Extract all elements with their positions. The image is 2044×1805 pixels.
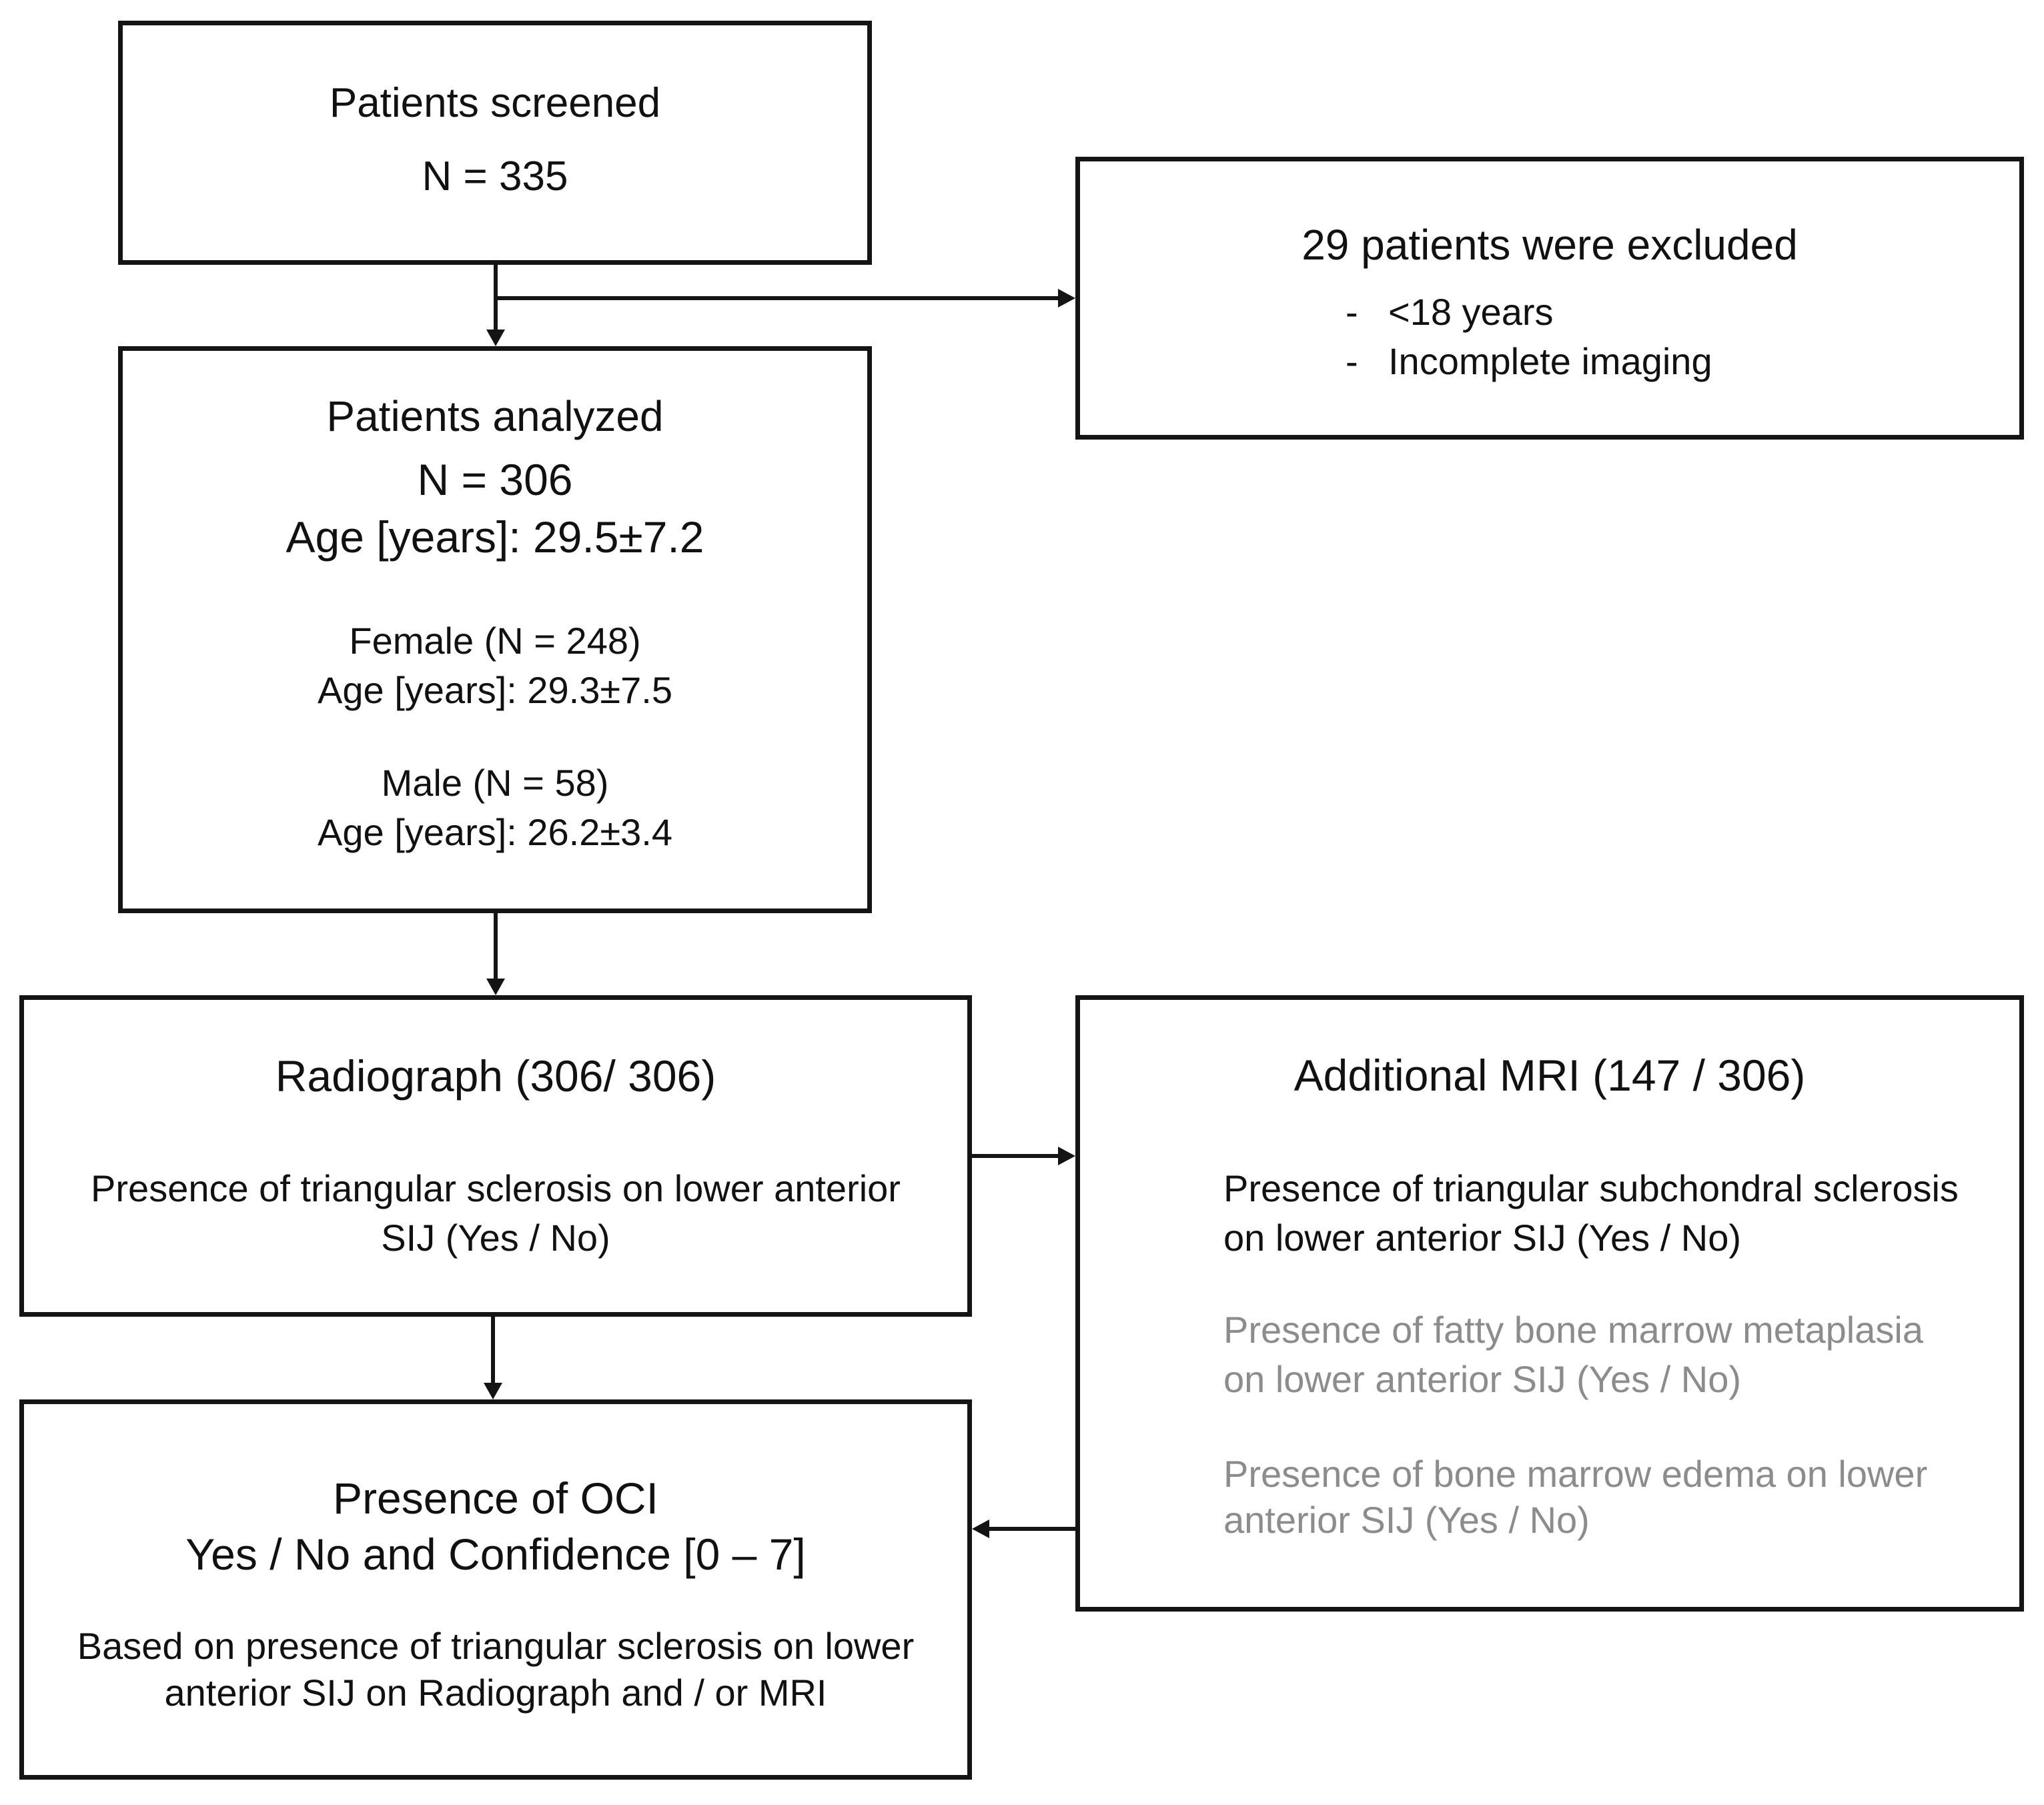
arrowhead-down — [486, 330, 505, 346]
mri-box: Additional MRI (147 / 306) Presence of t… — [1075, 995, 2024, 1612]
male-age: Age [years]: 26.2±3.4 — [318, 811, 672, 853]
oci-box: Presence of OCI Yes / No and Confidence … — [19, 1399, 972, 1780]
exclusion-reason-imaging: Incomplete imaging — [1388, 340, 1712, 382]
analyzed-age: Age [years]: 29.5±7.2 — [286, 512, 704, 562]
female-age: Age [years]: 29.3±7.5 — [318, 669, 672, 711]
arrowhead-right — [1058, 1147, 1075, 1165]
exclusion-bullet: - — [1346, 291, 1358, 333]
female-count: Female (N = 248) — [349, 620, 641, 662]
mri-edema-line2: anterior SIJ (Yes / No) — [1223, 1499, 1590, 1541]
oci-basis-line1: Based on presence of triangular sclerosi… — [77, 1625, 915, 1667]
mri-sclerosis-line1: Presence of triangular subchondral scler… — [1223, 1167, 1959, 1209]
oci-title: Presence of OCI — [333, 1473, 658, 1523]
mri-fatty-metaplasia-line1: Presence of fatty bone marrow metaplasia — [1223, 1309, 1923, 1351]
radiograph-criterion-line2: SIJ (Yes / No) — [381, 1217, 610, 1259]
radiograph-box: Radiograph (306/ 306) Presence of triang… — [19, 995, 972, 1317]
mri-fatty-metaplasia-line2: on lower anterior SIJ (Yes / No) — [1223, 1358, 1742, 1400]
exclusion-reason-age: <18 years — [1388, 291, 1554, 333]
arrowhead-down — [484, 1383, 502, 1399]
arrowhead-right — [1058, 289, 1075, 308]
analyzed-count: N = 306 — [417, 455, 573, 504]
arrowhead-left — [972, 1520, 989, 1538]
mri-sclerosis-line2: on lower anterior SIJ (Yes / No) — [1223, 1217, 1742, 1259]
oci-subtitle: Yes / No and Confidence [0 – 7] — [185, 1530, 806, 1579]
exclusion-bullet: - — [1346, 340, 1358, 382]
screened-box: Patients screened N = 335 — [118, 21, 872, 265]
screened-title: Patients screened — [329, 80, 661, 126]
analyzed-title: Patients analyzed — [326, 392, 664, 440]
mri-title: Additional MRI (147 / 306) — [1294, 1051, 1806, 1100]
oci-basis-line2: anterior SIJ on Radiograph and / or MRI — [164, 1672, 827, 1714]
radiograph-criterion-line1: Presence of triangular sclerosis on lowe… — [91, 1167, 901, 1209]
male-count: Male (N = 58) — [381, 762, 609, 804]
radiograph-title: Radiograph (306/ 306) — [275, 1051, 716, 1101]
analyzed-box: Patients analyzed N = 306 Age [years]: 2… — [118, 346, 872, 913]
screened-count: N = 335 — [422, 153, 568, 199]
excluded-box: 29 patients were excluded - <18 years - … — [1075, 157, 2024, 440]
excluded-title: 29 patients were excluded — [1302, 221, 1798, 269]
arrowhead-down — [486, 979, 505, 995]
mri-edema-line1: Presence of bone marrow edema on lower — [1223, 1453, 1928, 1495]
